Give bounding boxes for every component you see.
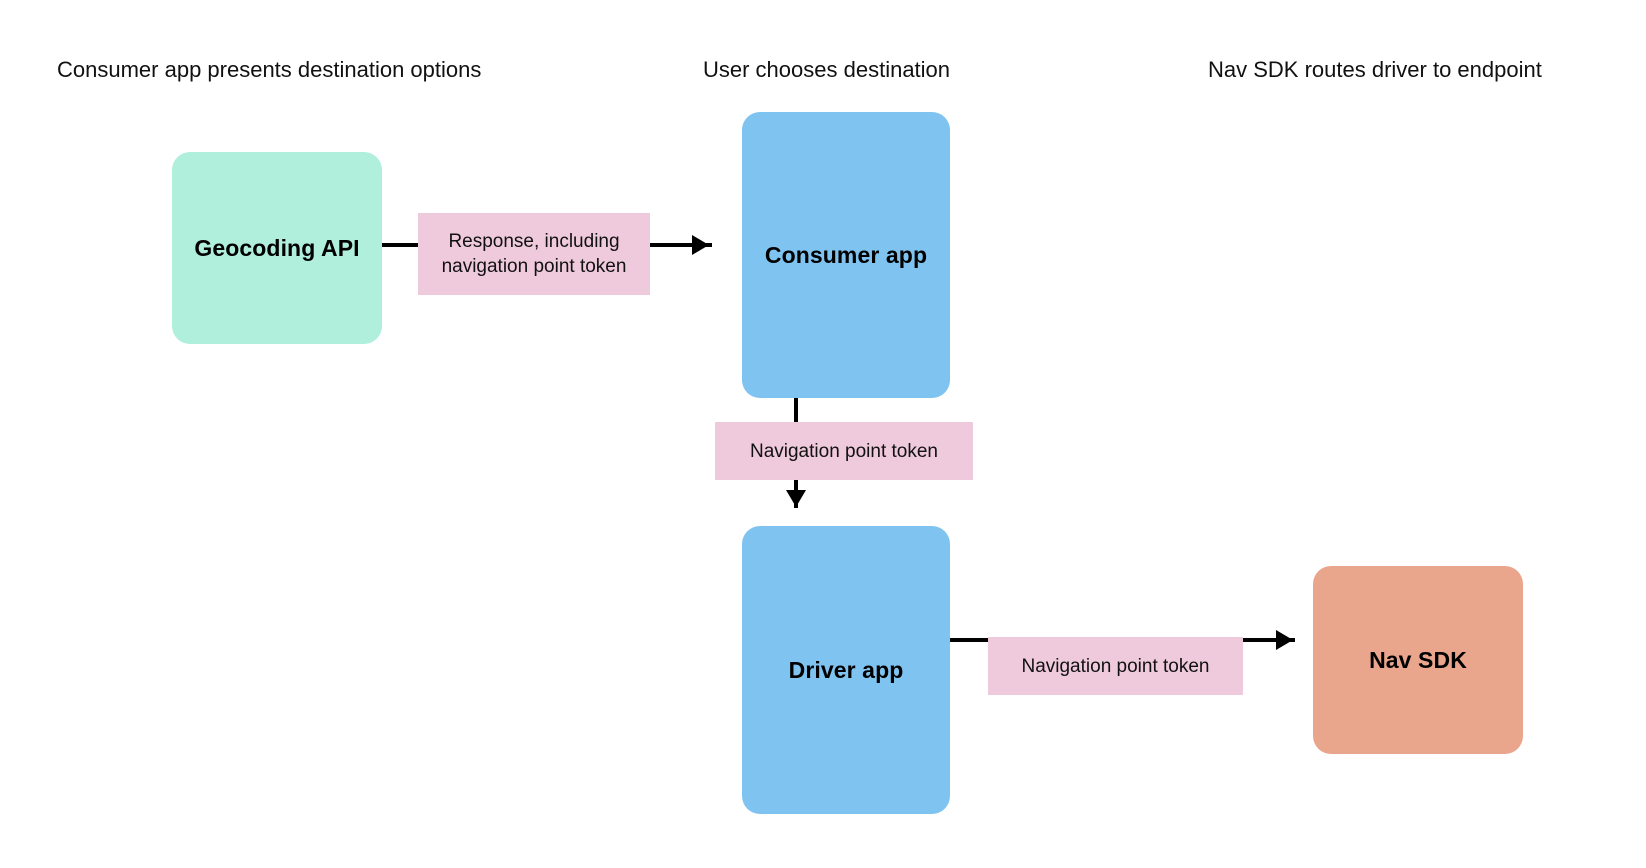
arrowhead-right-driver-to-navsdk — [1276, 630, 1293, 650]
edge-label-navigation-point-token-consumer-driver: Navigation point token — [715, 422, 973, 480]
edge-label-navigation-point-token-driver-navsdk: Navigation point token — [988, 637, 1243, 695]
edge-label-text-nav-token-2: Navigation point token — [1021, 655, 1210, 677]
node-label-consumer-app: Consumer app — [764, 241, 928, 268]
node-label-nav-sdk: Nav SDK — [1369, 646, 1467, 673]
column-header-nav-routes: Nav SDK routes driver to endpoint — [1208, 57, 1542, 82]
column-header-consumer-options: Consumer app presents destination option… — [57, 57, 482, 82]
node-label-geocoding-api: Geocoding API — [194, 234, 360, 261]
edge-label-response-including-navigation-point-token: Response, including navigation point tok… — [418, 213, 650, 295]
column-header-user-chooses: User chooses destination — [703, 57, 951, 82]
node-geocoding-api[interactable]: Geocoding API — [172, 152, 382, 344]
edge-label-text-nav-token-1: Navigation point token — [749, 440, 938, 462]
node-label-driver-app: Driver app — [788, 656, 904, 683]
edge-label-text-response: Response, including navigation point tok… — [441, 231, 627, 277]
node-nav-sdk[interactable]: Nav SDK — [1313, 566, 1523, 754]
arrowhead-down-consumer-to-driver — [786, 490, 806, 507]
node-driver-app[interactable]: Driver app — [742, 526, 950, 814]
node-consumer-app[interactable]: Consumer app — [742, 112, 950, 398]
arrowhead-right-geocoding-to-consumer — [692, 235, 709, 255]
